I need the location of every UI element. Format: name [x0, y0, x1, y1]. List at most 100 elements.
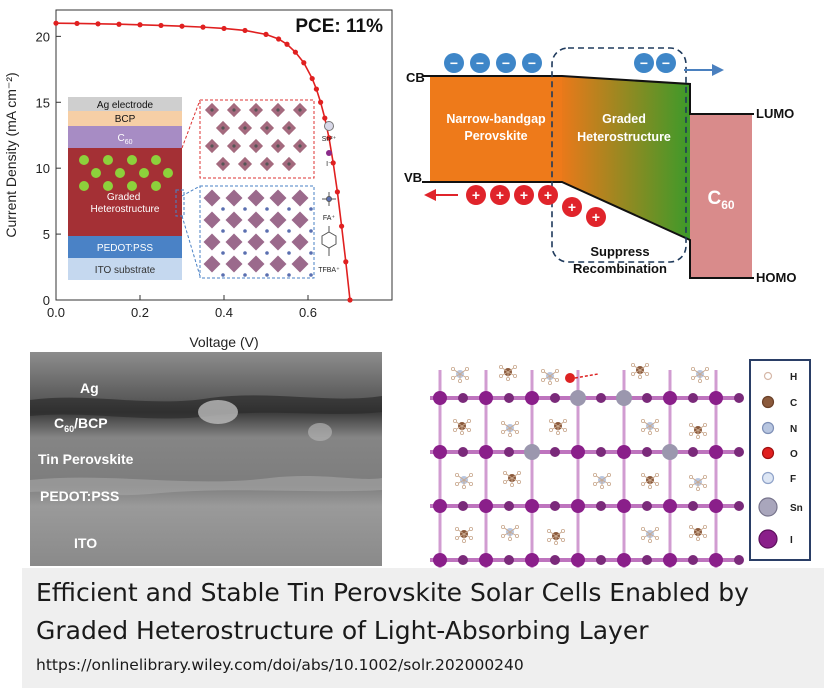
hydrogen-atom [454, 481, 459, 486]
hydrogen-atom [547, 528, 552, 533]
hydrogen-atom [644, 371, 649, 376]
hydrogen-atom [688, 423, 693, 428]
hydrogen-atom [647, 484, 652, 489]
c60-dots [79, 155, 173, 191]
lattice-atom [254, 108, 258, 112]
hole-icon [562, 197, 582, 217]
lattice-cation [265, 251, 269, 255]
sem-image: Ag C60/BCP Tin Perovskite PEDOT:PSS ITO [30, 352, 382, 566]
iodine-atom [663, 499, 677, 513]
hydrogen-atom [554, 540, 559, 545]
ion-label-tfba: TFBA⁺ [318, 267, 340, 274]
stack-layer-pedot: PEDOT:PSS [97, 243, 153, 254]
jv-data-point [200, 24, 206, 30]
electron-sign: − [476, 55, 484, 71]
lattice-cation [265, 229, 269, 233]
lattice-atom [243, 126, 247, 130]
lattice-atom [210, 144, 214, 148]
lattice-cation [243, 229, 247, 233]
2d-perovskite-structure [204, 102, 308, 172]
jv-data-point [221, 25, 227, 32]
octahedron [225, 211, 243, 229]
tin-atom [570, 390, 586, 406]
legend-atom-icon [761, 471, 775, 485]
octahedron [269, 189, 287, 207]
legend-atom-label: H [790, 372, 797, 383]
hydrogen-atom [549, 428, 554, 433]
electron-icon [496, 53, 516, 73]
lattice-cation [221, 207, 225, 211]
hydrogen-atom [640, 481, 645, 486]
iodine-atom [688, 501, 698, 511]
hydrogen-atom [697, 378, 702, 383]
octahedron [203, 255, 221, 273]
iodine-atom [525, 553, 539, 567]
jv-data-point [343, 259, 349, 265]
y-tick-label: 15 [36, 95, 50, 110]
jv-data-point [158, 22, 164, 29]
c60-dot [127, 155, 137, 165]
hydrogen-atom [704, 366, 709, 371]
graded-region [562, 76, 690, 240]
lattice-atom [210, 108, 214, 112]
jv-data-point [313, 86, 319, 92]
hydrogen-atom [510, 482, 515, 487]
iodine-atom [734, 447, 744, 457]
iodine-atom [504, 555, 514, 565]
hydrogen-atom [640, 535, 645, 540]
octahedron [247, 233, 265, 251]
x-tick-label: 0.2 [131, 305, 149, 320]
hydrogen-atom [702, 533, 707, 538]
hydrogen-atom [688, 524, 693, 529]
legend-atom-label: Sn [790, 503, 803, 514]
hydrogen-atom [457, 378, 462, 383]
iodine-atom [709, 499, 723, 513]
hydrogen-atom [515, 524, 520, 529]
iodine-atom [479, 445, 493, 459]
perovskite-region [430, 76, 562, 182]
hydrogen-atom [469, 535, 474, 540]
lattice-atom [232, 108, 236, 112]
y-tick-label: 0 [43, 293, 50, 308]
hydrogen-atom [454, 473, 459, 478]
jv-data-point [53, 20, 59, 26]
lattice-cation [287, 207, 291, 211]
hydrogen-atom [469, 473, 474, 478]
hydrogen-atom [647, 538, 652, 543]
iodine-atom [458, 555, 468, 565]
octahedron [247, 189, 265, 207]
electron-sign: − [528, 55, 536, 71]
hydrogen-atom [688, 533, 693, 538]
electron-icon [444, 53, 464, 73]
hydrogen-atom [547, 537, 552, 542]
iodine-atom [433, 499, 447, 513]
lattice-cation [309, 251, 313, 255]
iodine-atom [571, 499, 585, 513]
iodine-atom [550, 555, 560, 565]
hydrogen-atom [469, 526, 474, 531]
lattice-cation [221, 251, 225, 255]
ion-label-i: I⁻ [326, 161, 332, 168]
octahedron [291, 189, 309, 207]
jv-data-point [263, 31, 269, 37]
hole-icon [466, 185, 486, 205]
hydrogen-atom [508, 536, 513, 541]
iodine-atom [709, 445, 723, 459]
iodine-atom [571, 445, 585, 459]
sem-cross-section-panel: Ag C60/BCP Tin Perovskite PEDOT:PSS ITO [30, 352, 382, 566]
hydrogen-atom [555, 377, 560, 382]
electron-arrow-head [712, 64, 724, 76]
conduction-band-line [422, 75, 754, 115]
iodine-atom [504, 447, 514, 457]
hydrogen-atom [599, 484, 604, 489]
sn-ion-icon [324, 121, 334, 131]
hole-icon [586, 207, 606, 227]
jv-data-point [74, 20, 80, 27]
y-tick-label: 5 [43, 227, 50, 242]
lattice-cation [221, 229, 225, 233]
hydrogen-atom [654, 481, 659, 486]
hydrogen-atom [560, 528, 565, 533]
hydrogen-atom [515, 533, 520, 538]
iodine-atom [617, 445, 631, 459]
lattice-atom [254, 144, 258, 148]
